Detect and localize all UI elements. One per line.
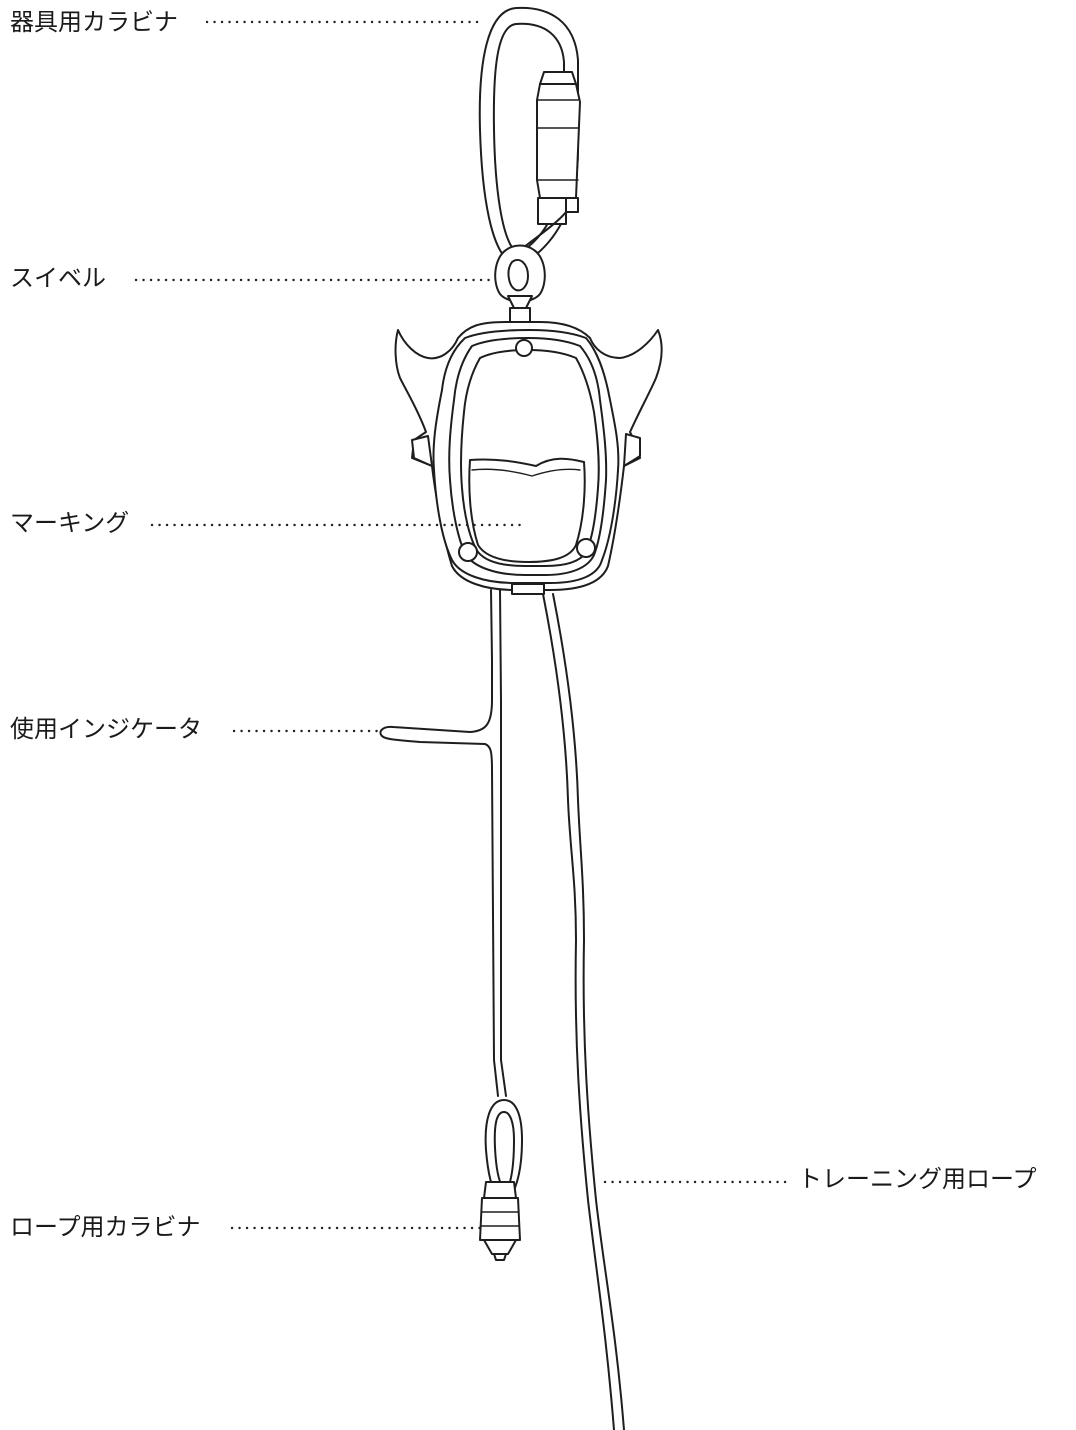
label-swivel: スイベル	[10, 264, 106, 292]
leader-lines	[134, 20, 794, 1230]
label-equipment-carabiner: 器具用カラビナ	[10, 8, 178, 36]
label-usage-indicator: 使用インジケータ	[10, 715, 202, 743]
rope-carabiner	[479, 1099, 523, 1261]
indicator-lanyard	[379, 589, 507, 1097]
label-marking: マーキング	[10, 509, 130, 537]
equipment-carabiner	[478, 6, 581, 263]
device-body	[394, 321, 663, 595]
label-training-rope: トレーニング用ロープ	[798, 1165, 1037, 1193]
swivel	[494, 244, 546, 323]
training-rope	[542, 593, 625, 1430]
label-rope-carabiner: ロープ用カラビナ	[10, 1213, 201, 1241]
